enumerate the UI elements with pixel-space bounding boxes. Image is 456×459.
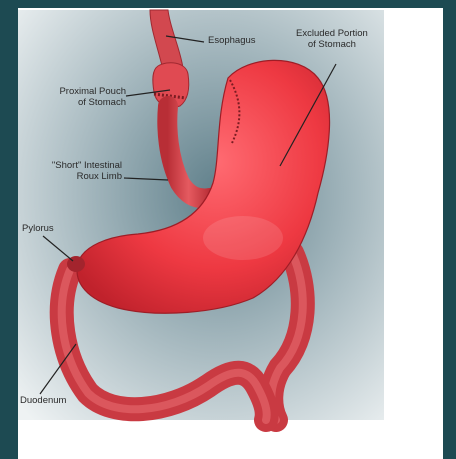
- label-proximal-pouch: Proximal Pouch of Stomach: [48, 86, 126, 108]
- label-roux-limb: "Short" Intestinal Roux Limb: [34, 160, 122, 182]
- label-duodenum: Duodenum: [20, 395, 66, 406]
- label-pylorus: Pylorus: [22, 223, 54, 234]
- gastric-bypass-illustration: [18, 8, 443, 459]
- slide: Esophagus Excluded Portion of Stomach Pr…: [18, 8, 443, 459]
- label-esophagus: Esophagus: [208, 35, 256, 46]
- label-excluded-portion: Excluded Portion of Stomach: [296, 28, 368, 50]
